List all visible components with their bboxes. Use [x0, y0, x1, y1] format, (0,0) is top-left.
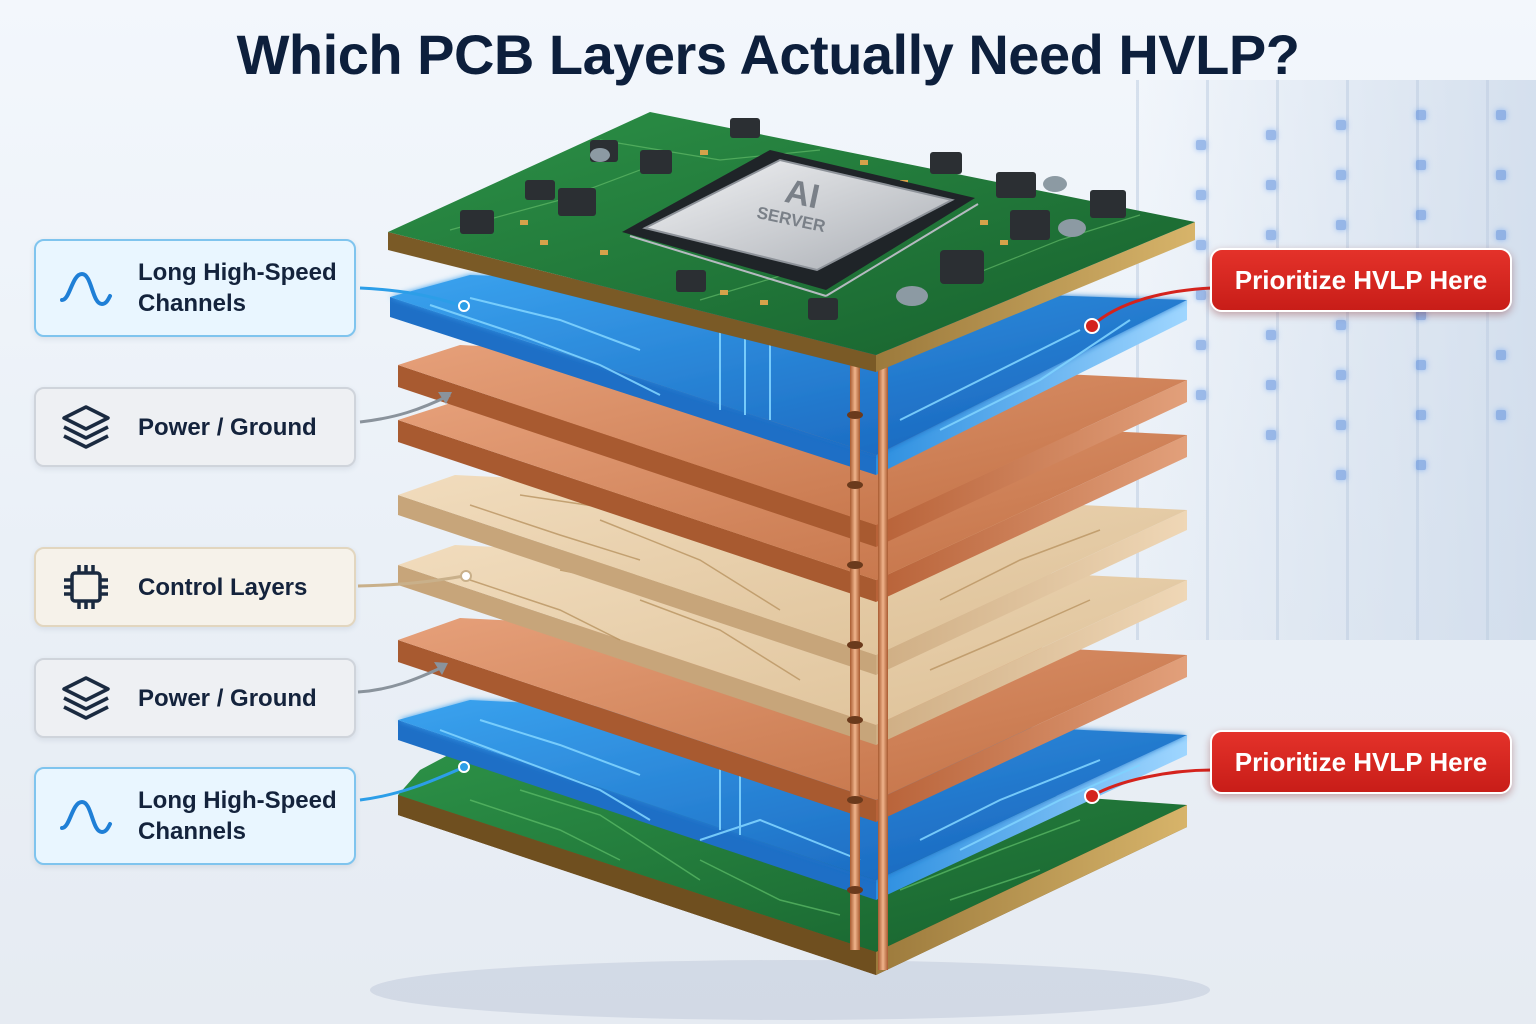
layer-top-pcb: AI SERVER [388, 112, 1195, 372]
callout-prioritize-hvlp-top: Prioritize HVLP Here [1210, 248, 1512, 312]
label-card-text-line2: Channels [138, 290, 247, 317]
chip-label-line1: AI [782, 172, 823, 216]
label-card-control-layers: Control Layers [34, 547, 356, 627]
signal-wave-icon [60, 271, 112, 307]
via-column [847, 330, 888, 970]
page-title: Which PCB Layers Actually Need HVLP? [236, 23, 1300, 86]
callout-prioritize-hvlp-bottom: Prioritize HVLP Here [1210, 730, 1512, 794]
label-card-text: Control Layers [138, 573, 308, 601]
layers-stack-icon [62, 676, 110, 720]
label-card-text: Power / Ground [138, 413, 317, 441]
label-card-text-line1: Long High-Speed [138, 787, 337, 814]
label-card-text: Power / Ground [138, 684, 317, 712]
label-card-text-line2: Channels [138, 818, 247, 845]
label-card-high-speed-bottom: Long High-Speed Channels [34, 767, 356, 865]
signal-wave-icon [60, 799, 112, 835]
right-connectors [1084, 286, 1213, 804]
layers-stack-icon [62, 405, 110, 449]
label-card-power-ground-bottom: Power / Ground [34, 658, 356, 738]
left-connectors [357, 286, 472, 802]
ai-server-chip: AI SERVER [622, 150, 979, 297]
label-card-high-speed-top: Long High-Speed Channels [34, 239, 356, 337]
label-card-power-ground-top: Power / Ground [34, 387, 356, 467]
label-card-text-line1: Long High-Speed [138, 259, 337, 286]
server-room-background [1136, 80, 1536, 640]
chip-icon [64, 565, 108, 609]
